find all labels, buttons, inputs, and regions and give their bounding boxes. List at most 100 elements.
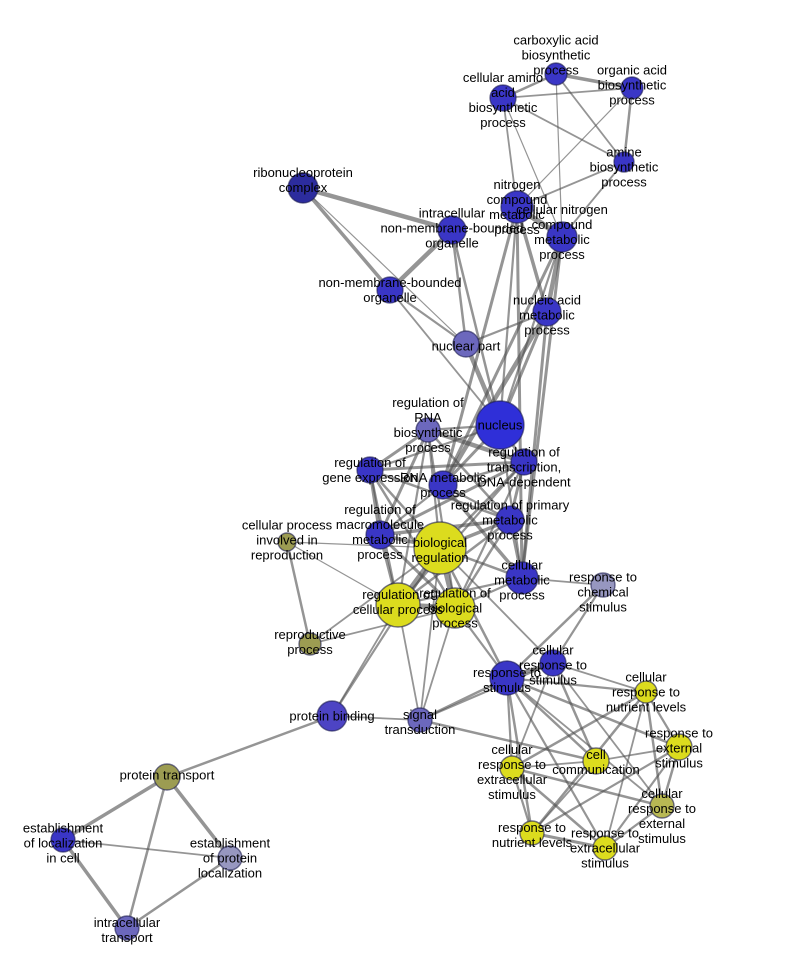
node-rna-metabolic-process[interactable] bbox=[428, 470, 458, 500]
edge-regulation-of-rna-biosynthetic-process--regulation-of-transcription-dna-dependent bbox=[425, 427, 527, 465]
edge-cellular-amino-acid-biosynthetic-process--nitrogen-compound-metabolic-process bbox=[502, 97, 518, 208]
edge-reproductive-process--biological-regulation bbox=[309, 547, 441, 645]
edge-ribonucleoprotein-complex--nuclear-part bbox=[302, 187, 467, 345]
edge-nucleic-acid-metabolic-process--rna-metabolic-process bbox=[440, 309, 550, 488]
edge-cellular-response-to-stimulus--signal-transduction bbox=[418, 661, 555, 722]
edge-response-to-external-stimulus--cell-communication bbox=[595, 746, 680, 762]
edge-cellular-process-involved-in-reproduction--reproductive-process bbox=[285, 540, 312, 646]
node-reproductive-process[interactable] bbox=[298, 632, 322, 656]
node-signal-transduction[interactable] bbox=[407, 707, 433, 733]
node-cellular-metabolic-process[interactable] bbox=[505, 561, 539, 595]
edge-reproductive-process--regulation-of-biological-process bbox=[309, 607, 456, 645]
edge-intracellular-non-membrane-bounded-organelle--nuclear-part bbox=[450, 228, 468, 346]
node-cellular-response-to-stimulus[interactable] bbox=[539, 649, 567, 677]
node-non-membrane-bounded-organelle[interactable] bbox=[376, 276, 404, 304]
edge-cellular-response-to-stimulus--cell-communication bbox=[551, 661, 598, 763]
node-cellular-response-to-nutrient-levels[interactable] bbox=[634, 680, 658, 704]
node-regulation-of-rna-biosynthetic-process[interactable] bbox=[415, 417, 441, 443]
node-cellular-amino-acid-biosynthetic-process[interactable] bbox=[489, 84, 517, 112]
edge-organic-acid-biosynthetic-process--amine-biosynthetic-process bbox=[622, 86, 634, 164]
edge-protein-transport--establishment-of-protein-localization bbox=[165, 775, 232, 860]
edge-cellular-response-to-stimulus--cellular-response-to-nutrient-levels bbox=[552, 662, 647, 693]
edge-protein-transport--establishment-of-localization-in-cell bbox=[61, 775, 169, 842]
node-regulation-of-gene-expression[interactable] bbox=[356, 456, 384, 484]
node-nitrogen-compound-metabolic-process[interactable] bbox=[500, 190, 534, 224]
edge-regulation-of-rna-biosynthetic-process--regulation-of-primary-metabolic-process bbox=[426, 428, 512, 522]
node-response-to-external-stimulus[interactable] bbox=[665, 733, 693, 761]
edge-response-to-stimulus--response-to-nutrient-levels bbox=[505, 676, 534, 835]
edge-non-membrane-bounded-organelle--nuclear-part bbox=[388, 288, 468, 346]
edge-regulation-of-rna-biosynthetic-process--regulation-of-biological-process bbox=[426, 428, 457, 610]
edge-cellular-response-to-extracellular-stimulus--cellular-response-to-external-stimulus bbox=[510, 766, 664, 808]
edge-carboxylic-acid-biosynthetic-process--cellular-nitrogen-compound-metabolic-process bbox=[555, 73, 563, 238]
edge-cell-communication--response-to-nutrient-levels bbox=[531, 760, 597, 834]
edge-response-to-stimulus--cellular-response-to-nutrient-levels bbox=[505, 676, 648, 694]
edge-cellular-amino-acid-biosynthetic-process--amine-biosynthetic-process bbox=[502, 97, 625, 163]
edge-regulation-of-transcription-dna-dependent--regulation-of-gene-expression bbox=[368, 460, 526, 472]
node-amine-biosynthetic-process[interactable] bbox=[613, 151, 635, 173]
edge-response-to-stimulus--cell-communication bbox=[505, 676, 598, 763]
node-organic-acid-biosynthetic-process[interactable] bbox=[620, 76, 644, 100]
edge-cellular-response-to-extracellular-stimulus--cell-communication bbox=[511, 760, 597, 769]
node-carboxylic-acid-biosynthetic-process[interactable] bbox=[544, 62, 568, 86]
edge-protein-binding--biological-regulation bbox=[330, 546, 442, 718]
edge-intracellular-non-membrane-bounded-organelle--nucleus bbox=[450, 228, 502, 427]
node-biological-regulation[interactable] bbox=[413, 521, 467, 575]
edge-cellular-response-to-extracellular-stimulus--response-to-extracellular-stimulus bbox=[510, 766, 607, 850]
edge-organic-acid-biosynthetic-process--nitrogen-compound-metabolic-process bbox=[516, 87, 633, 208]
edge-amine-biosynthetic-process--cellular-nitrogen-compound-metabolic-process bbox=[561, 161, 625, 238]
node-response-to-extracellular-stimulus[interactable] bbox=[592, 835, 618, 861]
edge-cell-communication--signal-transduction bbox=[418, 718, 598, 763]
edge-protein-transport--intracellular-transport bbox=[125, 775, 169, 930]
node-regulation-of-cellular-process[interactable] bbox=[375, 582, 421, 628]
edge-cellular-response-to-stimulus--cellular-response-to-external-stimulus bbox=[552, 662, 663, 807]
node-cellular-response-to-extracellular-stimulus[interactable] bbox=[499, 755, 525, 781]
node-regulation-of-primary-metabolic-process[interactable] bbox=[495, 505, 525, 535]
edge-nucleus--nitrogen-compound-metabolic-process bbox=[498, 205, 519, 427]
node-regulation-of-transcription-dna-dependent[interactable] bbox=[510, 448, 538, 476]
edge-ribonucleoprotein-complex--non-membrane-bounded-organelle bbox=[301, 186, 392, 292]
edge-amine-biosynthetic-process--nitrogen-compound-metabolic-process bbox=[516, 161, 625, 208]
node-protein-transport[interactable] bbox=[153, 763, 181, 791]
edge-response-to-external-stimulus--response-to-extracellular-stimulus bbox=[603, 745, 681, 850]
edge-cellular-response-to-nutrient-levels--cellular-response-to-extracellular-stimulus bbox=[510, 690, 648, 770]
edge-carboxylic-acid-biosynthetic-process--amine-biosynthetic-process bbox=[555, 73, 625, 163]
edge-establishment-of-localization-in-cell--establishment-of-protein-localization bbox=[62, 839, 231, 859]
node-regulation-of-biological-process[interactable] bbox=[434, 587, 476, 629]
node-ribonucleoprotein-complex[interactable] bbox=[287, 172, 319, 204]
edge-signal-transduction--biological-regulation bbox=[419, 547, 441, 721]
node-cell-communication[interactable] bbox=[582, 747, 610, 775]
node-cellular-response-to-external-stimulus[interactable] bbox=[649, 793, 675, 819]
node-establishment-of-localization-in-cell[interactable] bbox=[50, 827, 76, 853]
node-response-to-stimulus[interactable] bbox=[489, 660, 525, 696]
edge-cellular-response-to-nutrient-levels--response-to-extracellular-stimulus bbox=[604, 691, 647, 849]
node-establishment-of-protein-localization[interactable] bbox=[217, 845, 243, 871]
edge-ribonucleoprotein-complex--intracellular-non-membrane-bounded-organelle bbox=[300, 185, 455, 233]
edge-cellular-amino-acid-biosynthetic-process--cellular-nitrogen-compound-metabolic-process bbox=[502, 97, 563, 238]
edge-response-to-stimulus--response-to-extracellular-stimulus bbox=[505, 676, 607, 850]
node-intracellular-transport[interactable] bbox=[114, 915, 140, 941]
edge-organic-acid-biosynthetic-process--cellular-amino-acid-biosynthetic-process bbox=[502, 87, 633, 99]
edge-regulation-of-gene-expression--regulation-of-biological-process bbox=[368, 468, 457, 610]
edge-establishment-of-protein-localization--intracellular-transport bbox=[125, 856, 232, 930]
edge-nucleus--cellular-nitrogen-compound-metabolic-process bbox=[498, 235, 564, 427]
node-response-to-nutrient-levels[interactable] bbox=[519, 820, 545, 846]
edge-establishment-of-localization-in-cell--intracellular-transport bbox=[61, 838, 129, 930]
node-nucleic-acid-metabolic-process[interactable] bbox=[532, 297, 562, 327]
edge-response-to-chemical-stimulus--response-to-stimulus bbox=[505, 583, 605, 680]
edge-response-to-stimulus--response-to-external-stimulus bbox=[505, 676, 681, 749]
edge-protein-binding--protein-transport bbox=[165, 714, 334, 779]
node-nuclear-part[interactable] bbox=[452, 330, 480, 358]
node-intracellular-non-membrane-bounded-organelle[interactable] bbox=[437, 215, 467, 245]
node-nucleus[interactable] bbox=[475, 400, 525, 450]
edge-response-to-external-stimulus--response-to-nutrient-levels bbox=[530, 745, 681, 835]
node-cellular-nitrogen-compound-metabolic-process[interactable] bbox=[546, 221, 578, 253]
node-response-to-chemical-stimulus[interactable] bbox=[590, 572, 616, 598]
edge-carboxylic-acid-biosynthetic-process--organic-acid-biosynthetic-process bbox=[554, 72, 634, 90]
node-protein-binding[interactable] bbox=[316, 700, 348, 732]
node-regulation-of-macromolecule-metabolic-process[interactable] bbox=[365, 520, 395, 550]
node-cellular-process-involved-in-reproduction[interactable] bbox=[277, 532, 297, 552]
edge-nucleic-acid-metabolic-process--cellular-metabolic-process bbox=[520, 310, 549, 580]
